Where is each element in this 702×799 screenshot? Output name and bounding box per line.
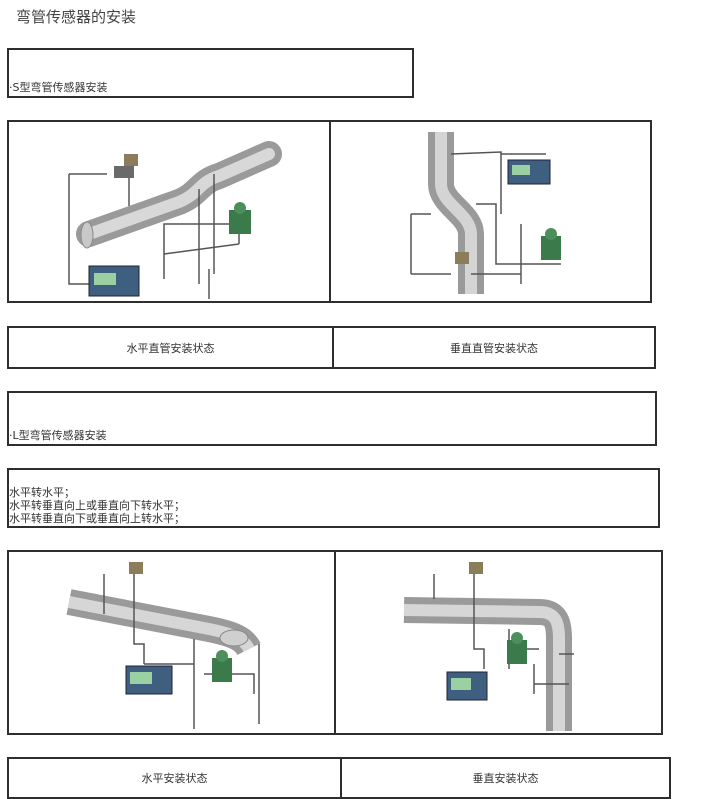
s-type-diagram-table bbox=[7, 120, 652, 303]
l-note-2: 水平转垂直向上或垂直向下转水平； bbox=[9, 499, 185, 512]
l-vertical-diagram bbox=[359, 554, 639, 731]
s-horizontal-caption: 水平直管安装状态 bbox=[126, 341, 215, 355]
s-vertical-diagram bbox=[351, 124, 631, 299]
s-type-label: ·S型弯管传感器安装 bbox=[9, 81, 108, 94]
page-title: 弯管传感器的安装 bbox=[16, 8, 137, 26]
s-horizontal-diagram bbox=[29, 124, 309, 299]
table-divider bbox=[334, 552, 336, 733]
s-vertical-caption: 垂直直管安装状态 bbox=[450, 341, 538, 355]
l-type-caption-row: 水平安装状态 垂直安装状态 bbox=[7, 757, 671, 799]
table-divider bbox=[329, 122, 331, 301]
l-note-1: 水平转水平； bbox=[9, 486, 75, 499]
l-note-3: 水平转垂直向下或垂直向上转水平； bbox=[9, 512, 185, 525]
l-type-section-box: ·L型弯管传感器安装 bbox=[7, 391, 657, 446]
l-horizontal-caption: 水平安装状态 bbox=[141, 772, 208, 785]
l-type-diagram-table bbox=[7, 550, 663, 735]
l-type-notes-box: 水平转水平； 水平转垂直向上或垂直向下转水平； 水平转垂直向下或垂直向上转水平； bbox=[7, 468, 660, 528]
caption-divider bbox=[340, 759, 342, 799]
s-type-section-box: ·S型弯管传感器安装 bbox=[7, 48, 414, 98]
caption-divider bbox=[332, 328, 334, 367]
l-type-label: ·L型弯管传感器安装 bbox=[9, 429, 107, 442]
l-vertical-caption: 垂直安装状态 bbox=[472, 772, 539, 785]
s-type-caption-row: 水平直管安装状态 垂直直管安装状态 bbox=[7, 326, 656, 369]
l-horizontal-diagram bbox=[34, 554, 314, 731]
